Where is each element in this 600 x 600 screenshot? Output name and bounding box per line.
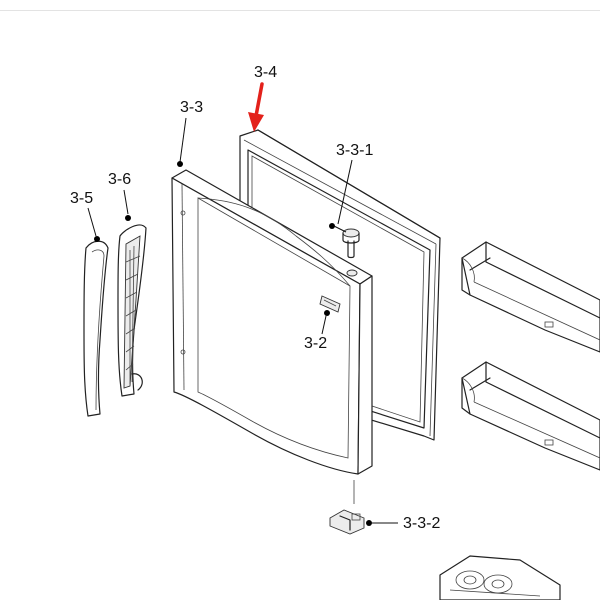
door-hinge-top xyxy=(342,228,360,259)
door-latch xyxy=(319,295,341,313)
red-arrow-icon xyxy=(248,82,264,132)
label-door-latch: 3-2 xyxy=(304,335,327,352)
label-door-stopper: 3-6 xyxy=(108,171,131,188)
door-panel xyxy=(171,169,373,475)
door-shelf-lower xyxy=(461,361,600,471)
leader-lines xyxy=(87,117,398,526)
door-shelf-upper xyxy=(461,241,600,353)
bottom-bin-partial xyxy=(439,555,561,600)
door-handle xyxy=(83,240,109,417)
door-hinge-bottom xyxy=(329,480,365,535)
top-rule xyxy=(0,10,600,11)
label-door-hinge-bottom: 3-3-2 xyxy=(403,515,440,532)
door-stopper xyxy=(117,224,147,397)
label-door-handle: 3-5 xyxy=(70,190,93,207)
label-door: 3-3 xyxy=(180,99,203,116)
label-gasket: 3-4 xyxy=(254,64,277,81)
label-door-hinge-top: 3-3-1 xyxy=(336,142,373,159)
